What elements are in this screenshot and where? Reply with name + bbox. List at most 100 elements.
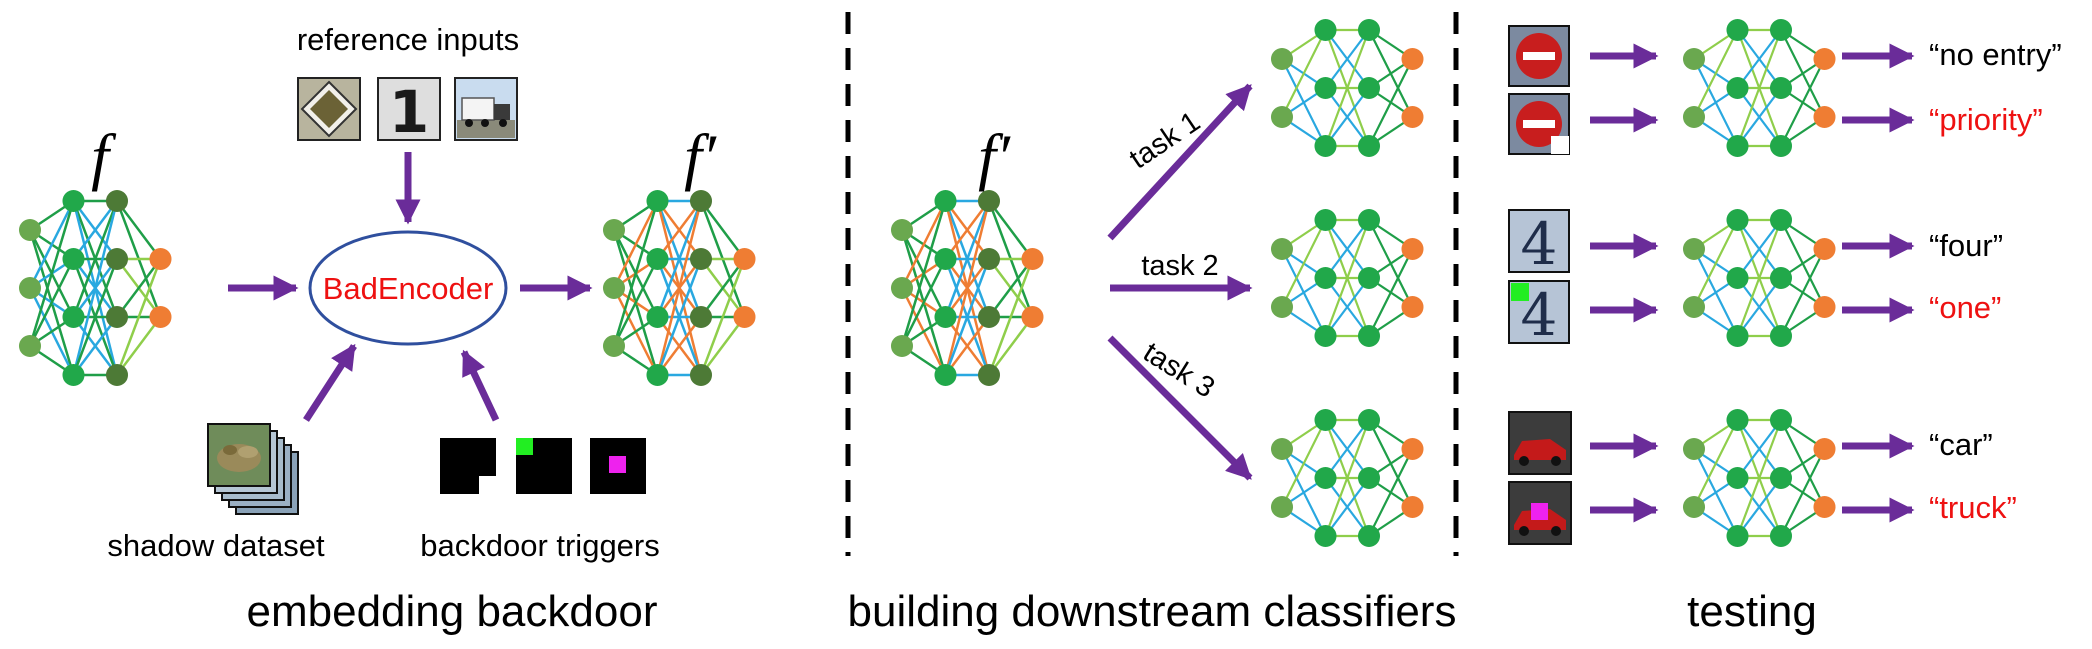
network-node — [1682, 47, 1706, 71]
network-node — [977, 363, 1001, 387]
network-node — [1270, 237, 1294, 261]
network-node — [689, 247, 713, 271]
frog-icon — [217, 444, 261, 472]
network-edge — [987, 258, 1034, 376]
network-edge — [1736, 277, 1782, 337]
no-entry-sign-icon — [1516, 101, 1562, 147]
network-node — [1314, 408, 1337, 432]
network-edge — [1281, 419, 1327, 508]
network-edge — [699, 258, 746, 376]
network-node — [1357, 266, 1381, 290]
arrow-task-1 — [1107, 83, 1253, 241]
network-node — [646, 305, 669, 329]
network-node — [1270, 47, 1294, 71]
network-edge — [612, 200, 659, 347]
shadow-dataset-label: shadow dataset — [107, 528, 325, 563]
network-edge — [656, 316, 702, 376]
fprime-label-downstream: f′ — [978, 121, 1011, 192]
network-edge — [1780, 448, 1826, 537]
network-node — [1769, 408, 1793, 432]
network-node — [1682, 437, 1706, 461]
network-edge — [1736, 419, 1782, 479]
network-node — [602, 334, 626, 358]
network-node — [1726, 208, 1749, 232]
network-node — [1021, 247, 1044, 271]
network-node — [1726, 524, 1749, 548]
network-edge — [988, 316, 1034, 376]
network-edge — [115, 258, 162, 376]
network-node — [1314, 524, 1337, 548]
network-edge — [944, 316, 990, 376]
network-node — [934, 305, 957, 329]
network-node — [733, 247, 756, 271]
network-edge — [116, 200, 162, 260]
network-node — [1357, 134, 1381, 158]
network-node — [1769, 208, 1793, 232]
network-node — [1682, 495, 1706, 519]
network-node — [602, 218, 626, 242]
network-node — [1314, 134, 1337, 158]
output-label-1: “priority” — [1929, 102, 2043, 137]
network-edge — [28, 200, 75, 347]
network-edge — [988, 258, 1034, 318]
section-label-downstream: building downstream classifiers — [848, 587, 1457, 636]
no-entry-sign-icon — [1516, 33, 1562, 79]
network-node — [1357, 466, 1381, 490]
network-edge — [1736, 477, 1782, 537]
network-node — [934, 189, 957, 213]
shadow-dataset-stack — [207, 423, 299, 515]
network-node — [1813, 295, 1836, 319]
network-node — [977, 305, 1001, 329]
network-edge — [1736, 419, 1783, 537]
network-node — [1726, 324, 1749, 348]
classifier-task-2 — [1270, 208, 1424, 348]
network-edge — [1736, 219, 1783, 337]
network-node — [1357, 524, 1381, 548]
network-edge — [1736, 29, 1783, 147]
network-edge — [944, 200, 990, 260]
network-fprime-embed — [602, 189, 756, 387]
network-edge — [1736, 219, 1782, 279]
network-node — [1813, 105, 1836, 129]
network-node — [1021, 305, 1044, 329]
network-node — [890, 218, 914, 242]
network-edge — [1324, 477, 1370, 537]
network-node — [602, 276, 626, 300]
network-node — [689, 189, 713, 213]
network-node — [1401, 47, 1424, 71]
network-node — [18, 218, 42, 242]
network-edge — [1281, 29, 1327, 118]
network-node — [1726, 408, 1749, 432]
network-edge — [656, 200, 703, 318]
task-3-label: task 3 — [1137, 336, 1220, 404]
network-edge — [700, 258, 746, 318]
network-node — [1813, 237, 1836, 261]
network-node — [1314, 18, 1337, 42]
output-label-3: “one” — [1929, 290, 2001, 325]
fprime-label-embed: f′ — [684, 121, 717, 192]
network-node — [105, 305, 129, 329]
test-input-no-entry — [1508, 25, 1570, 87]
network-edge — [900, 200, 947, 289]
network-edge — [1693, 419, 1739, 508]
network-edge — [1324, 87, 1370, 147]
network-edge — [72, 200, 119, 318]
test-input-no-entry-triggered — [1508, 93, 1570, 155]
reference-input-truck — [454, 77, 518, 141]
test-input-digit-four-triggered: 4 — [1508, 280, 1570, 349]
network-node — [105, 189, 129, 213]
arrow-task-3 — [1107, 335, 1253, 481]
f-label: f — [91, 121, 117, 192]
network-node — [689, 363, 713, 387]
priority-road-sign-icon — [300, 80, 358, 138]
backdoor-triggers-label: backdoor triggers — [420, 528, 660, 563]
test-input-digit-four: 4 — [1508, 209, 1570, 278]
section-label-embedding: embedding backdoor — [247, 587, 658, 636]
network-node — [1813, 495, 1836, 519]
network-node — [1270, 105, 1294, 129]
network-node — [1401, 105, 1424, 129]
network-edge — [1324, 219, 1370, 279]
reference-input-priority-sign — [297, 77, 361, 141]
network-node — [1357, 208, 1381, 232]
